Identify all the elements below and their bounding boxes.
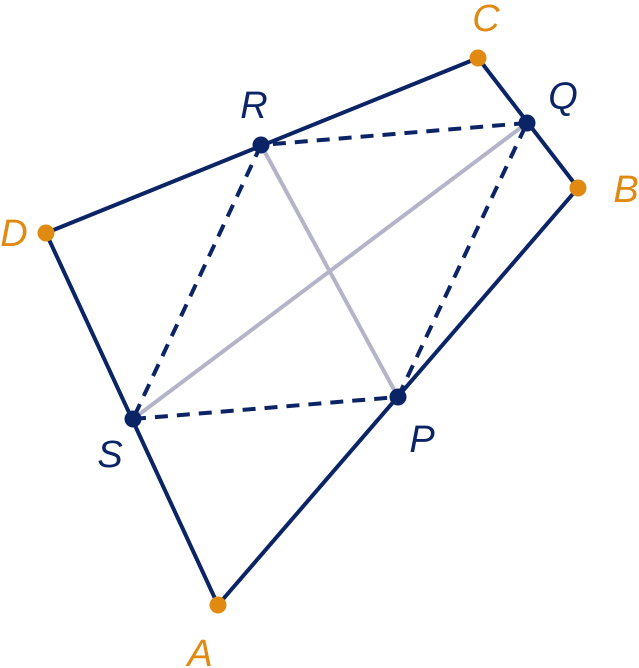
- label-D: D: [0, 213, 27, 255]
- label-S: S: [97, 434, 122, 476]
- side-SP: [132, 395, 399, 421]
- parallelogram-diagonals: [131, 121, 529, 421]
- parallelogram-PQRS: [131, 121, 529, 421]
- point-S: [124, 410, 142, 428]
- label-A: A: [185, 633, 212, 668]
- point-D: [37, 224, 55, 242]
- label-P: P: [409, 419, 435, 461]
- point-P: [389, 388, 407, 406]
- label-Q: Q: [548, 76, 578, 118]
- vertex-points: [37, 49, 587, 614]
- point-C: [469, 49, 487, 67]
- midpoint-labels: P Q R S: [97, 76, 577, 476]
- point-Q: [518, 114, 536, 132]
- point-A: [209, 596, 227, 614]
- label-B: B: [613, 169, 638, 211]
- label-R: R: [240, 85, 267, 127]
- point-R: [252, 136, 270, 154]
- midpoint-points: [124, 114, 536, 428]
- quadrilateral-ABCD: [44, 56, 580, 607]
- side-QR: [260, 121, 528, 147]
- label-C: C: [472, 0, 500, 40]
- side-RS: [131, 144, 263, 420]
- point-B: [569, 179, 587, 197]
- diagonal-RP: [259, 144, 400, 398]
- side-PQ: [396, 122, 529, 398]
